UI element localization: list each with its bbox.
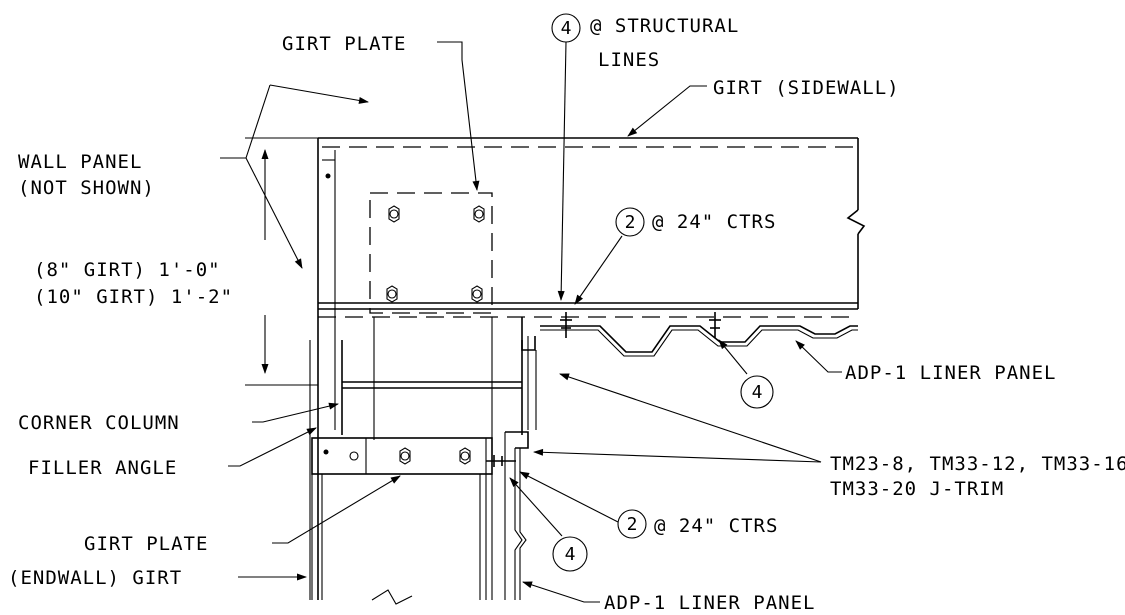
height-dimension: [245, 137, 318, 386]
liner-panel-right: [540, 325, 858, 357]
bolt-icon: [388, 205, 400, 223]
sidewall-girt: [318, 137, 866, 318]
callout-2-lower: 2: [617, 509, 647, 539]
callout-number: 4: [565, 544, 576, 565]
bolt-icon: [386, 285, 398, 303]
leader-lines: [220, 41, 842, 603]
callout-number: 2: [627, 514, 638, 535]
bolt-icon: [473, 205, 485, 223]
label-dimension-8: (8" GIRT) 1'-0": [34, 259, 221, 281]
label-liner-panel-bottom: ADP-1 LINER PANEL: [604, 592, 815, 614]
screw-icon: [560, 312, 572, 338]
callout-4-right: 4: [740, 375, 774, 409]
label-girt-sidewall: GIRT (SIDEWALL): [713, 77, 900, 99]
label-filler-angle: FILLER ANGLE: [28, 457, 177, 479]
label-liner-panel-right: ADP-1 LINER PANEL: [845, 362, 1056, 384]
bolt-icon: [399, 447, 411, 465]
label-wall-panel-note: (NOT SHOWN): [18, 177, 155, 199]
bolt-icon: [459, 447, 471, 465]
callout-4-top: 4: [551, 13, 581, 43]
j-trim-upper: [521, 317, 537, 430]
label-girt-plate-top: GIRT PLATE: [282, 33, 406, 55]
screw-icon: [486, 455, 516, 467]
label-j-trim: TM23-8, TM33-12, TM33-16 OR: [830, 453, 1125, 475]
label-dimension-10: (10" GIRT) 1'-2": [34, 286, 233, 308]
label-corner-column: CORNER COLUMN: [18, 412, 180, 434]
label-ctrs-upper: @ 24" CTRS: [652, 211, 776, 233]
screw-icon: [709, 312, 721, 338]
callout-number: 4: [752, 382, 763, 403]
label-j-trim-2: TM33-20 J-TRIM: [830, 478, 1004, 500]
girt-plate-upper: [369, 192, 493, 440]
label-endwall-girt: (ENDWALL) GIRT: [8, 567, 182, 589]
column-bolt-icon: [325, 173, 331, 179]
bolt-icon: [471, 285, 483, 303]
label-ctrs-lower: @ 24" CTRS: [654, 515, 778, 537]
callout-number: 4: [561, 18, 572, 39]
label-wall-panel: WALL PANEL: [18, 151, 142, 173]
girt-bolt-icon: [323, 449, 329, 455]
wall-panel-outline: [309, 138, 319, 600]
callout-4-bottom: 4: [552, 536, 588, 572]
label-structural-lines: @ STRUCTURAL: [590, 15, 739, 37]
hole-icon: [349, 451, 359, 461]
callout-number: 2: [625, 212, 636, 233]
callout-2-upper: 2: [615, 207, 645, 237]
endwall-girt: [311, 437, 493, 605]
label-girt-plate-bottom: GIRT PLATE: [84, 533, 208, 555]
j-trim-lower: [504, 431, 529, 600]
label-structural-lines-2: LINES: [598, 49, 660, 71]
